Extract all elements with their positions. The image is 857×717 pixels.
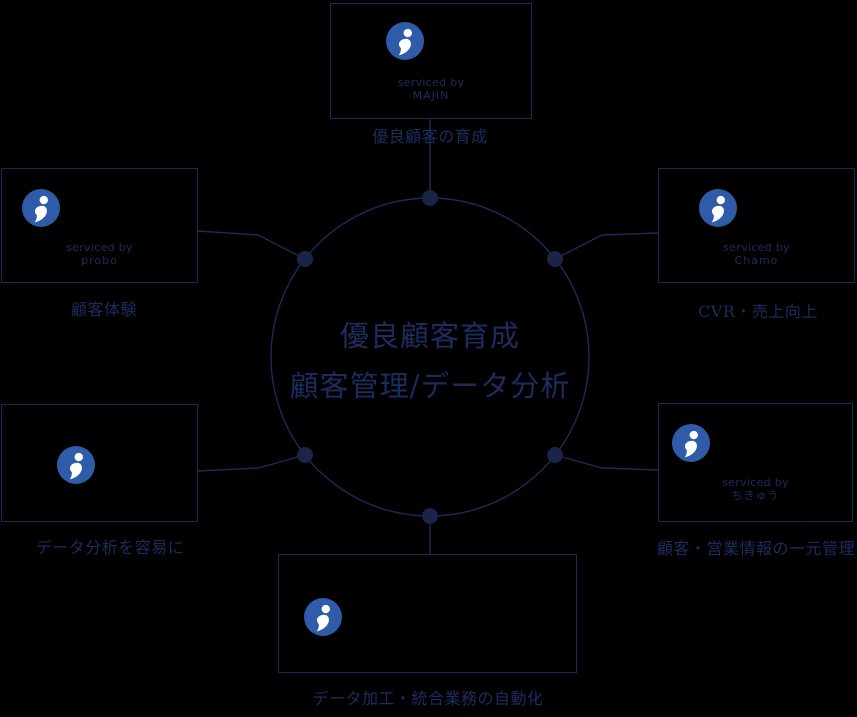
- node-label-bottom: データ加工・統合業務の自動化: [312, 689, 544, 708]
- person-comma-logo-icon: [386, 22, 424, 60]
- brand-name: ちきゅう: [731, 489, 780, 502]
- serviced-by-text: serviced by ちきゅう: [659, 476, 852, 502]
- node-label-top: 優良顧客の育成: [372, 127, 488, 146]
- service-box-left-bottom: [1, 404, 198, 522]
- serviced-by-prefix: serviced by: [723, 241, 790, 254]
- hub-dot-right-bottom: [547, 447, 563, 463]
- node-label-left-bottom: データ分析を容易に: [35, 538, 185, 557]
- service-box-chikyu: serviced by ちきゅう: [658, 403, 853, 522]
- hub-dot-left-top: [297, 251, 313, 267]
- node-label-right-top: CVR・売上向上: [698, 302, 818, 321]
- connector-left-bottom: [197, 454, 306, 472]
- service-box-majin: serviced by MAJIN: [330, 3, 532, 119]
- connector-left-top: [197, 230, 306, 260]
- person-comma-logo-icon: [672, 424, 710, 462]
- brand-name: Chamo: [734, 254, 779, 267]
- person-comma-logo-icon: [699, 189, 737, 227]
- person-comma-logo-icon: [57, 446, 95, 484]
- hub-title-line1: 優良顧客育成: [339, 319, 520, 353]
- hub-dot-right-top: [547, 251, 563, 267]
- serviced-by-prefix: serviced by: [397, 76, 465, 89]
- service-box-chamo: serviced by Chamo: [658, 168, 855, 283]
- node-label-left-top: 顧客体験: [70, 300, 137, 319]
- serviced-by-text: serviced by MAJIN: [331, 76, 531, 102]
- person-comma-logo-icon: [304, 598, 342, 636]
- connector-right-bottom: [554, 454, 659, 471]
- hub-dot-bottom: [422, 508, 438, 524]
- hub-title-line2: 顧客管理/データ分析: [289, 369, 571, 403]
- brand-name: MAJIN: [412, 89, 450, 102]
- serviced-by-text: serviced by probo: [2, 241, 197, 267]
- serviced-by-prefix: serviced by: [66, 241, 133, 254]
- hub-dot-top: [422, 190, 438, 206]
- hub-dot-left-bottom: [297, 447, 313, 463]
- connector-right-top: [554, 232, 659, 260]
- hub-title: 優良顧客育成 顧客管理/データ分析: [230, 311, 630, 411]
- service-box-bottom: [278, 554, 577, 673]
- node-label-right-bottom: 顧客・営業情報の一元管理: [656, 539, 855, 558]
- serviced-by-text: serviced by Chamo: [659, 241, 854, 267]
- brand-name: probo: [81, 254, 118, 267]
- serviced-by-prefix: serviced by: [722, 476, 789, 489]
- service-box-probo: serviced by probo: [1, 168, 198, 283]
- person-comma-logo-icon: [22, 189, 60, 227]
